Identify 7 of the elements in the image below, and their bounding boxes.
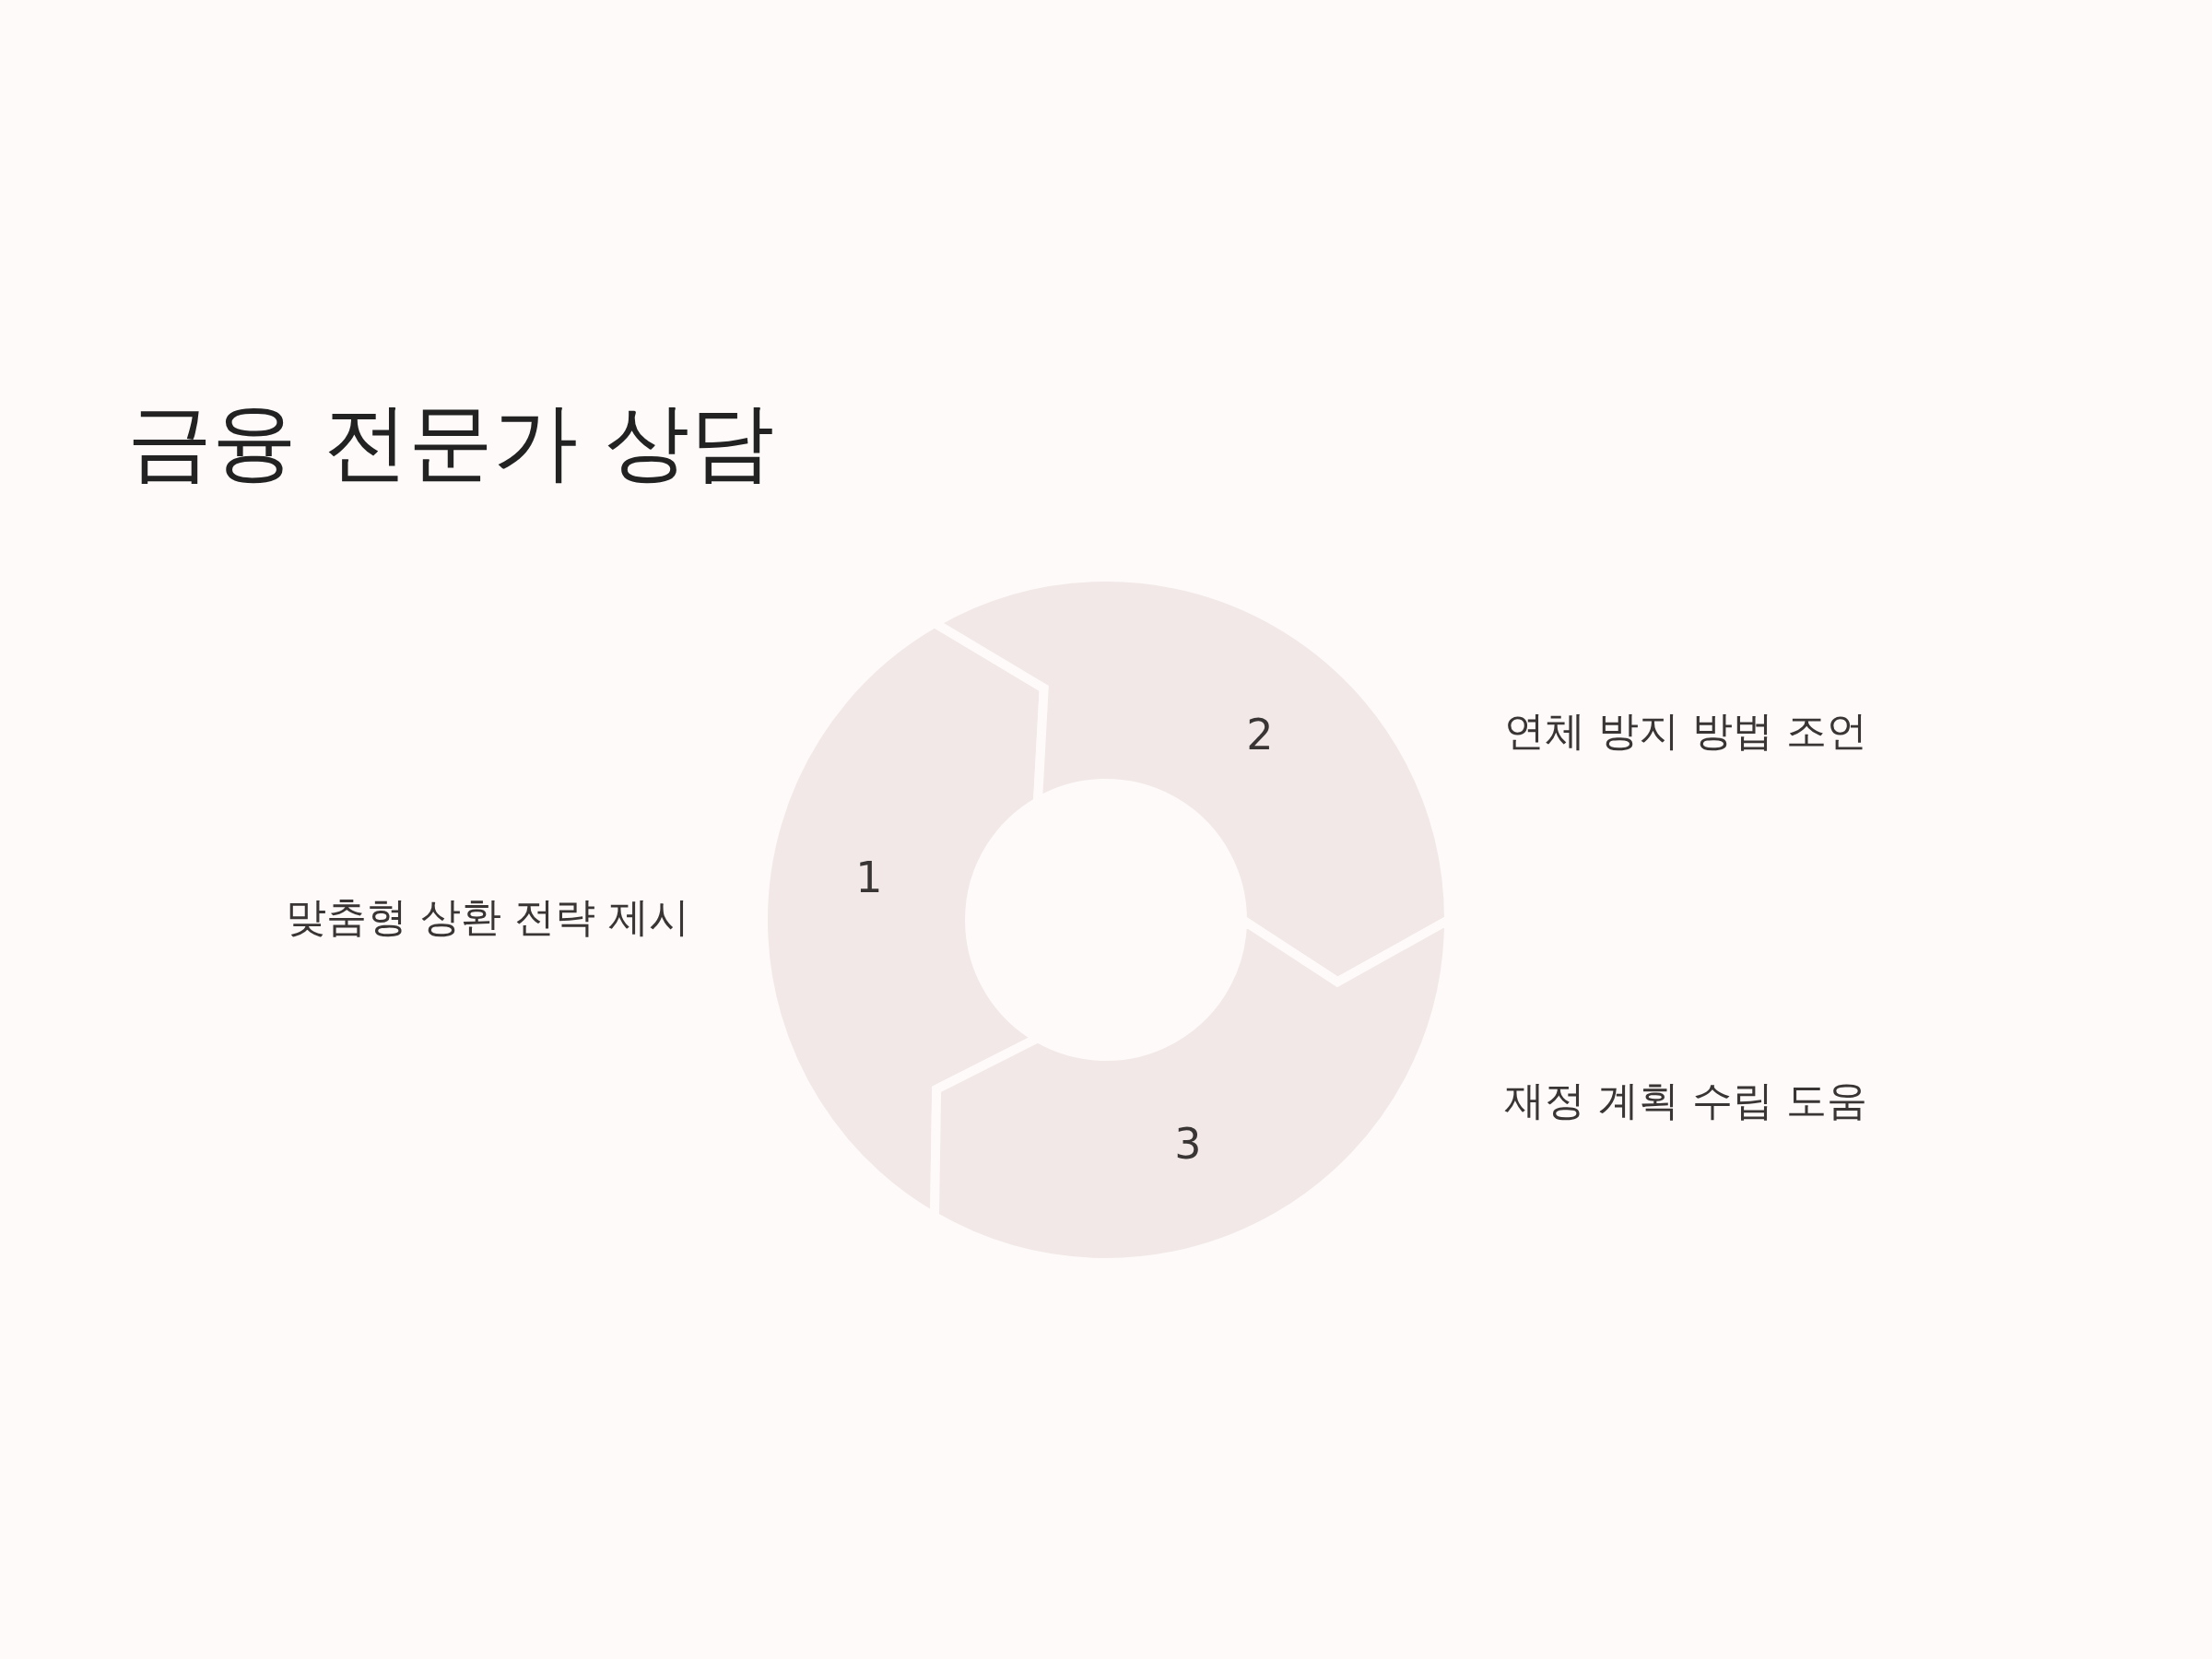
step-caption: 연체 방지 방법 조언 [1504, 706, 1867, 756]
step-number: 1 [855, 856, 883, 899]
title: 금융 전문가 상담 [127, 392, 775, 493]
step-number: 3 [1174, 1123, 1202, 1165]
step-number: 2 [1246, 713, 1274, 756]
step-caption: 맞춤형 상환 전략 제시 [286, 892, 689, 942]
step-caption: 재정 계획 수립 도움 [1504, 1076, 1867, 1125]
